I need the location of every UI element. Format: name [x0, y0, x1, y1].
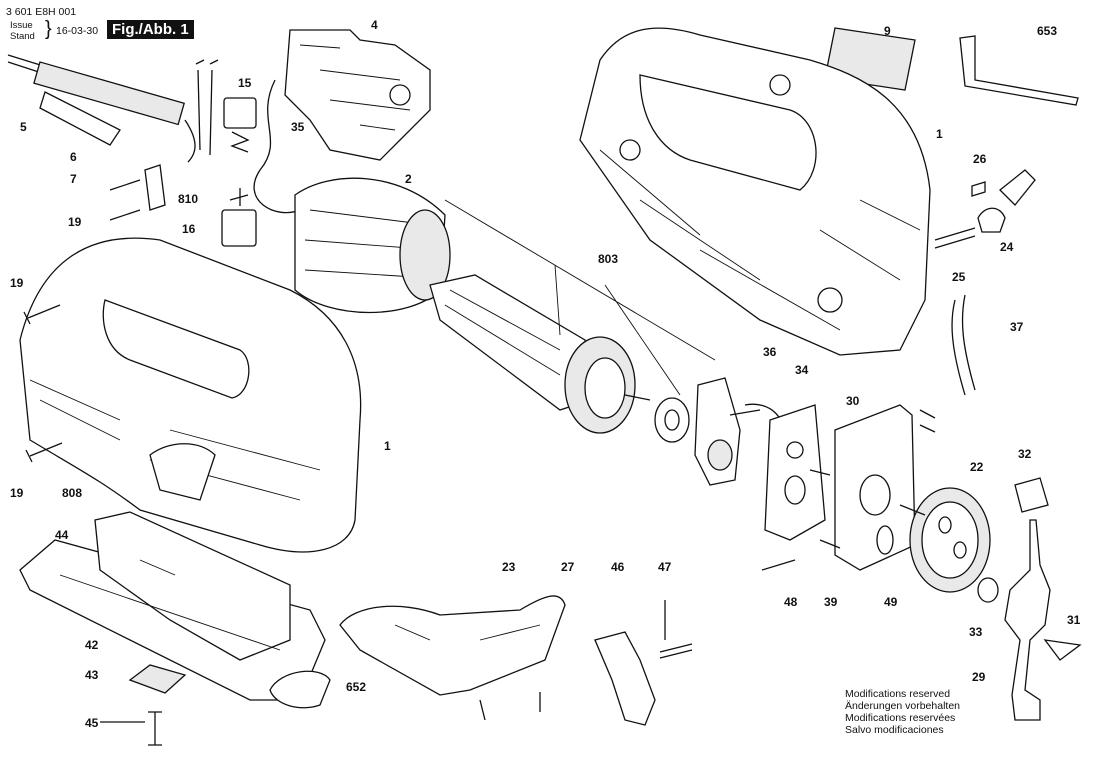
- part-label: 25: [952, 270, 966, 284]
- lever: [594, 631, 656, 726]
- blade-guard: [339, 595, 566, 696]
- doc-number: 3 601 E8H 001: [6, 6, 77, 18]
- part-label: 26: [973, 152, 987, 166]
- part-label: 9: [884, 24, 891, 38]
- issue-date: 16-03-30: [56, 25, 99, 37]
- modifications-notice: Modifications reserved Änderungen vorbeh…: [845, 688, 960, 736]
- part-label: 30: [846, 394, 860, 408]
- gear-wheel: [899, 487, 991, 593]
- part-label: 4: [371, 18, 378, 32]
- part-label: 44: [55, 528, 69, 542]
- part-label: 22: [970, 460, 984, 474]
- part-label: 32: [1018, 447, 1032, 461]
- hex-key: [959, 35, 1079, 106]
- part-label: 42: [85, 638, 99, 652]
- part-label: 36: [763, 345, 777, 359]
- part-label: 653: [1037, 24, 1058, 38]
- part-label: 2: [405, 172, 412, 186]
- part-label: 49: [884, 595, 898, 609]
- base-plate: [19, 511, 326, 701]
- housing-half-left: [19, 237, 362, 553]
- part-label: 16: [182, 222, 196, 236]
- part-label: 19: [10, 276, 24, 290]
- figure-label: Fig./Abb. 1: [107, 20, 194, 39]
- part-label: 810: [178, 192, 199, 206]
- part-label: 46: [611, 560, 625, 574]
- part-label: 27: [561, 560, 575, 574]
- screw: [23, 304, 61, 325]
- part-label: 39: [824, 595, 838, 609]
- switch-assembly: [284, 29, 431, 161]
- part-label: 1: [936, 127, 943, 141]
- part-label: 33: [969, 625, 983, 639]
- part-label: 23: [502, 560, 516, 574]
- part-label: 803: [598, 252, 619, 266]
- notice-line-en: Modifications reserved: [845, 688, 951, 700]
- armature: [429, 274, 690, 443]
- part-label: 47: [658, 560, 672, 574]
- part-label: 34: [795, 363, 809, 377]
- part-label: 29: [972, 670, 986, 684]
- carbon-brush: [223, 97, 257, 129]
- part-label: 37: [1010, 320, 1024, 334]
- power-cable: [7, 54, 196, 163]
- notice-line-fr: Modifications reservées: [845, 712, 956, 724]
- notice-line-es: Salvo modificaciones: [845, 724, 944, 736]
- part-label: 808: [62, 486, 83, 500]
- part-label: 35: [291, 120, 305, 134]
- part-label: 24: [1000, 240, 1014, 254]
- cable-wires: [195, 59, 219, 156]
- part-label: 6: [70, 150, 77, 164]
- part-label: 15: [238, 76, 252, 90]
- motor-field: [294, 177, 451, 314]
- housing-half-right: [579, 27, 931, 356]
- part-label: 19: [10, 486, 24, 500]
- part-label: 19: [68, 215, 82, 229]
- part-label: 5: [20, 120, 27, 134]
- part-label: 43: [85, 668, 99, 682]
- part-label: 652: [346, 680, 367, 694]
- screw: [25, 442, 63, 463]
- part-label: 45: [85, 716, 99, 730]
- bracket: }: [45, 18, 52, 40]
- notice-line-de: Änderungen vorbehalten: [845, 700, 961, 712]
- issue-label: Issue: [10, 20, 33, 31]
- stand-label: Stand: [10, 31, 35, 42]
- part-label: 31: [1067, 613, 1081, 627]
- part-label: 1: [384, 439, 391, 453]
- part-label: 48: [784, 595, 798, 609]
- plunger-rod: [1004, 519, 1051, 721]
- part-label: 7: [70, 172, 77, 186]
